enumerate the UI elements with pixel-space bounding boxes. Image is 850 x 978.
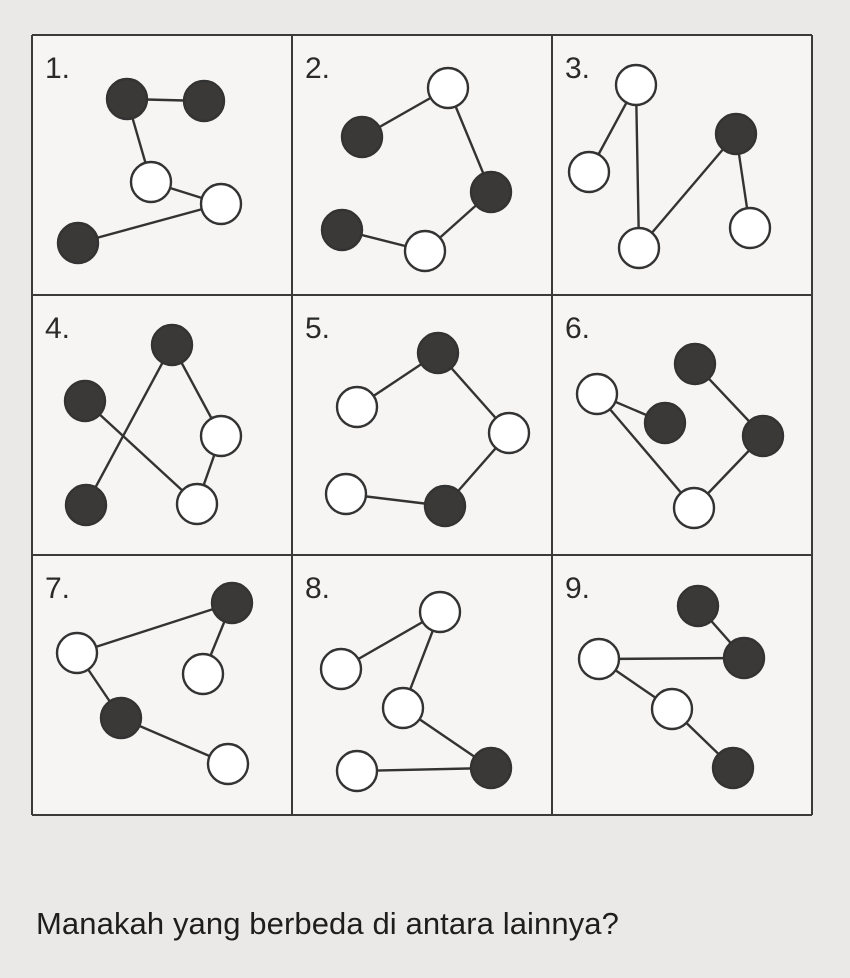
puzzle-grid: 1. 2. 3. 4. 5. 6. 7. 8. 9. bbox=[31, 34, 813, 816]
empty-node bbox=[319, 647, 363, 691]
figure-label: 7. bbox=[45, 572, 70, 605]
edge-line bbox=[356, 766, 492, 773]
empty-node bbox=[577, 637, 621, 681]
empty-node bbox=[614, 63, 658, 107]
figure-5[interactable]: 5. bbox=[305, 312, 531, 528]
empty-node bbox=[181, 652, 225, 696]
filled-node bbox=[150, 323, 194, 367]
filled-node bbox=[469, 170, 513, 214]
figure-9[interactable]: 9. bbox=[565, 572, 766, 790]
filled-node bbox=[469, 746, 513, 790]
figure-label: 3. bbox=[565, 52, 590, 85]
cell-background bbox=[32, 555, 292, 815]
figure-label: 2. bbox=[305, 52, 330, 85]
empty-node bbox=[418, 590, 462, 634]
filled-node bbox=[423, 484, 467, 528]
figure-8[interactable]: 8. bbox=[305, 572, 513, 793]
edge-line bbox=[638, 133, 737, 249]
empty-node bbox=[381, 686, 425, 730]
empty-node bbox=[567, 150, 611, 194]
filled-node bbox=[714, 112, 758, 156]
edge-line bbox=[598, 656, 745, 661]
empty-node bbox=[199, 414, 243, 458]
filled-node bbox=[56, 221, 100, 265]
empty-node bbox=[55, 631, 99, 675]
figure-6[interactable]: 6. bbox=[565, 312, 785, 530]
figure-label: 8. bbox=[305, 572, 330, 605]
edge-line bbox=[77, 202, 222, 245]
figure-4[interactable]: 4. bbox=[45, 312, 243, 527]
filled-node bbox=[99, 696, 143, 740]
figure-3[interactable]: 3. bbox=[565, 52, 772, 270]
empty-node bbox=[129, 160, 173, 204]
empty-node bbox=[650, 687, 694, 731]
edge-line bbox=[596, 393, 695, 509]
question-text: Manakah yang berbeda di antara lainnya? bbox=[36, 906, 619, 941]
filled-node bbox=[722, 636, 766, 680]
filled-node bbox=[673, 342, 717, 386]
figure-7[interactable]: 7. bbox=[45, 572, 254, 786]
edge-line bbox=[76, 601, 233, 655]
edge-line bbox=[634, 84, 641, 249]
figure-1[interactable]: 1. bbox=[45, 52, 243, 265]
filled-node bbox=[320, 208, 364, 252]
figure-label: 4. bbox=[45, 312, 70, 345]
empty-node bbox=[324, 472, 368, 516]
filled-node bbox=[63, 379, 107, 423]
figure-label: 6. bbox=[565, 312, 590, 345]
empty-node bbox=[335, 749, 379, 793]
edge-line bbox=[84, 344, 174, 506]
figure-label: 1. bbox=[45, 52, 70, 85]
figure-label: 9. bbox=[565, 572, 590, 605]
filled-node bbox=[64, 483, 108, 527]
empty-node bbox=[728, 206, 772, 250]
filled-node bbox=[105, 77, 149, 121]
filled-node bbox=[643, 401, 687, 445]
empty-node bbox=[335, 385, 379, 429]
empty-node bbox=[617, 226, 661, 270]
empty-node bbox=[487, 411, 531, 455]
empty-node bbox=[575, 372, 619, 416]
empty-node bbox=[175, 482, 219, 526]
filled-node bbox=[676, 584, 720, 628]
filled-node bbox=[416, 331, 460, 375]
empty-node bbox=[672, 486, 716, 530]
filled-node bbox=[340, 115, 384, 159]
filled-node bbox=[182, 79, 226, 123]
empty-node bbox=[426, 66, 470, 110]
filled-node bbox=[711, 746, 755, 790]
filled-node bbox=[210, 581, 254, 625]
figure-label: 5. bbox=[305, 312, 330, 345]
edge-line bbox=[84, 400, 198, 505]
empty-node bbox=[403, 229, 447, 273]
figure-2[interactable]: 2. bbox=[305, 52, 513, 273]
empty-node bbox=[206, 742, 250, 786]
empty-node bbox=[199, 182, 243, 226]
filled-node bbox=[741, 414, 785, 458]
